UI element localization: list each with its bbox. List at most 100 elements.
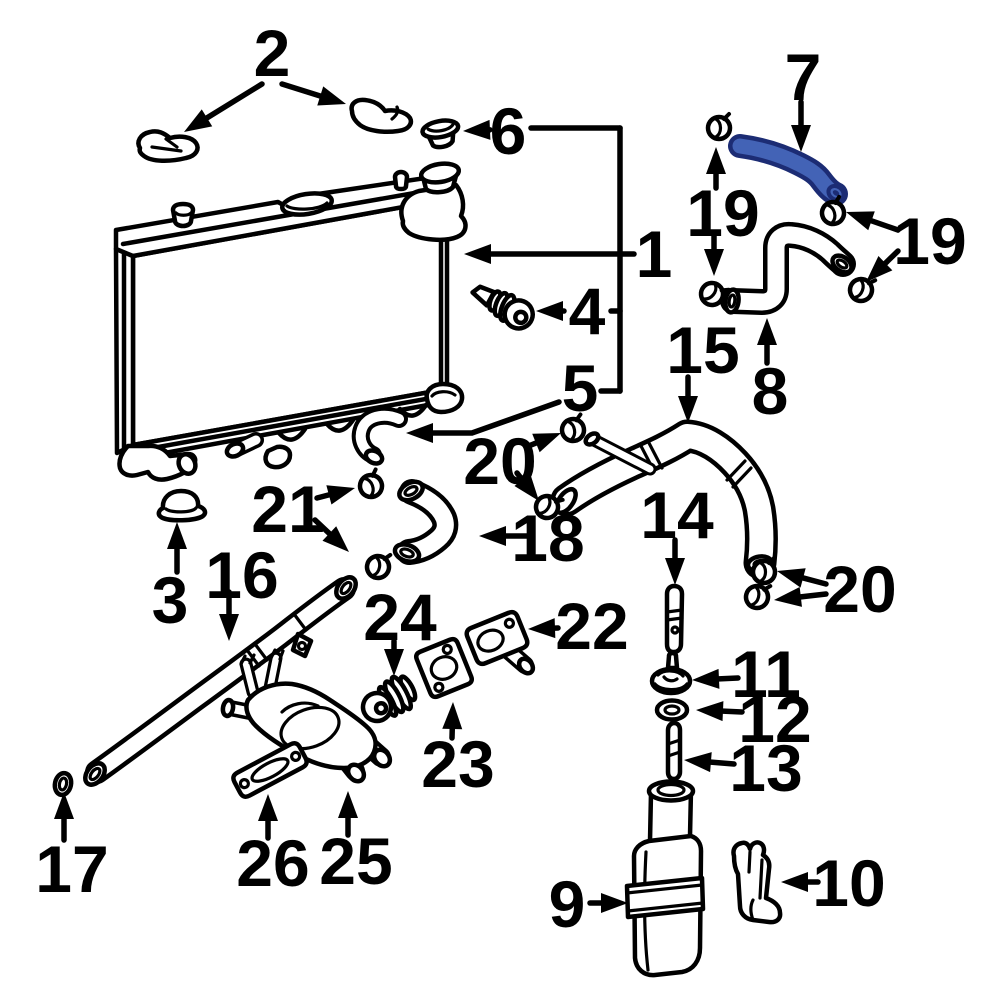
leader-line <box>798 591 829 600</box>
part-number-label: 25 <box>319 824 392 898</box>
radiator <box>113 161 468 482</box>
radiator-bottom-lug-1 <box>276 426 308 442</box>
callout-23: 23 <box>421 702 495 801</box>
hose-clamp-20-4 <box>743 583 773 611</box>
hose-clamp-19-1 <box>705 112 733 142</box>
hose-clamp-20-2 <box>533 493 565 521</box>
leader-arrowhead <box>258 794 278 821</box>
part-number-label: 5 <box>562 351 599 425</box>
joint-rod-14 <box>664 583 685 655</box>
callout-4: 4 <box>536 274 606 348</box>
radiator-boss-line <box>285 201 329 211</box>
part-number-label: 3 <box>152 563 189 637</box>
radiator-left-foot-end <box>176 452 198 476</box>
callout-20b: 20 <box>774 552 897 626</box>
leader-arrowhead <box>532 433 561 453</box>
radiator-small-pin <box>392 169 410 192</box>
leader-arrowhead <box>536 301 563 321</box>
part-number-label: 20 <box>463 424 536 498</box>
joint-rod-13 <box>665 720 683 782</box>
radiator-top-plug-line <box>174 211 193 217</box>
hose-clamp-19-4 <box>847 276 878 304</box>
o-ring-12 <box>654 698 690 722</box>
hose-clamps <box>357 112 878 611</box>
part-number-label: 12 <box>738 682 811 756</box>
leader-arrowhead <box>219 614 239 641</box>
thermostat-housing-25 <box>220 648 393 784</box>
part-number-label: 2 <box>254 16 291 90</box>
callout-18: 18 <box>479 501 585 575</box>
part-number-label: 20 <box>823 552 896 626</box>
callout-6: 6 <box>463 94 526 168</box>
leader-arrowhead <box>846 211 875 231</box>
leader-arrowhead <box>384 649 404 676</box>
mount-bracket-left <box>136 129 200 163</box>
radiator-drain-hook-end <box>363 448 385 466</box>
reservoir-cap-11 <box>649 650 693 696</box>
part-number-label: 4 <box>569 274 606 348</box>
callout-8: 8 <box>752 318 788 428</box>
leader-arrowhead <box>704 249 724 276</box>
reservoir-tank <box>624 779 706 978</box>
leader-arrowhead <box>791 125 811 152</box>
leader-arrowhead <box>326 485 355 505</box>
leader-arrowhead <box>514 473 539 501</box>
leader-line <box>720 708 745 715</box>
callout-19b: 19 <box>846 204 967 282</box>
leader-line <box>314 492 332 501</box>
radiator-bottom-tank-line <box>133 392 451 454</box>
callout-13: 13 <box>684 731 803 805</box>
hose-clamp-21-1 <box>357 467 385 500</box>
pipe-16-upper-end <box>334 575 358 601</box>
part-number-label: 15 <box>666 313 739 387</box>
leader-arrowhead <box>684 752 712 773</box>
callout-14: 14 <box>640 478 714 585</box>
leader-arrowhead <box>463 119 491 140</box>
callout-20a: 20 <box>463 424 561 501</box>
thermostat-24 <box>360 674 418 724</box>
pipe-16-tab <box>290 631 314 659</box>
part-number-label: 19 <box>893 204 966 278</box>
callout-22: 22 <box>528 589 629 663</box>
leader-arrowhead <box>54 792 74 819</box>
leader-arrowhead <box>757 318 777 345</box>
part-number-label: 19 <box>686 176 759 250</box>
hose-clamp-21-2 <box>364 552 393 581</box>
part-number-label: 6 <box>490 94 527 168</box>
callout-9: 9 <box>549 867 628 941</box>
gasket-23 <box>413 636 475 700</box>
part-number-label: 7 <box>785 40 822 114</box>
leader-arrowhead <box>442 702 463 730</box>
leader-arrowhead <box>406 423 433 443</box>
leader-line <box>800 575 829 587</box>
callout-16: 16 <box>205 538 279 641</box>
leader-arrowhead <box>692 668 720 689</box>
callout-17: 17 <box>35 792 109 906</box>
leader-arrowhead <box>777 568 806 588</box>
callout-5: 5 <box>406 351 598 443</box>
part-number-label: 16 <box>205 538 278 612</box>
leader-arrowhead <box>184 109 213 132</box>
leader-line <box>716 675 741 682</box>
bracket-lines <box>528 125 623 394</box>
pipe-16-lower-end <box>83 761 107 787</box>
part-number-label: 18 <box>511 501 584 575</box>
leader-arrowhead <box>338 791 358 818</box>
radiator-outlet-stub-end <box>224 441 246 459</box>
elbow-hose-18 <box>392 479 459 565</box>
grommet <box>156 488 208 523</box>
radiator-filler-cap <box>418 161 462 185</box>
callout-11: 11 <box>692 637 801 711</box>
hose-clamp-20-3 <box>750 556 778 586</box>
leader-arrowhead <box>167 522 187 549</box>
part-number-label: 17 <box>35 832 108 906</box>
gasket-26 <box>231 741 309 799</box>
leader-line <box>312 517 333 537</box>
leader-arrowhead <box>322 526 349 552</box>
callout-26: 26 <box>236 794 310 900</box>
callout-3: 3 <box>152 522 189 637</box>
leader-line <box>279 81 323 99</box>
hose-7-end-hole <box>832 190 840 196</box>
upper-hose-highlighted <box>728 134 848 206</box>
